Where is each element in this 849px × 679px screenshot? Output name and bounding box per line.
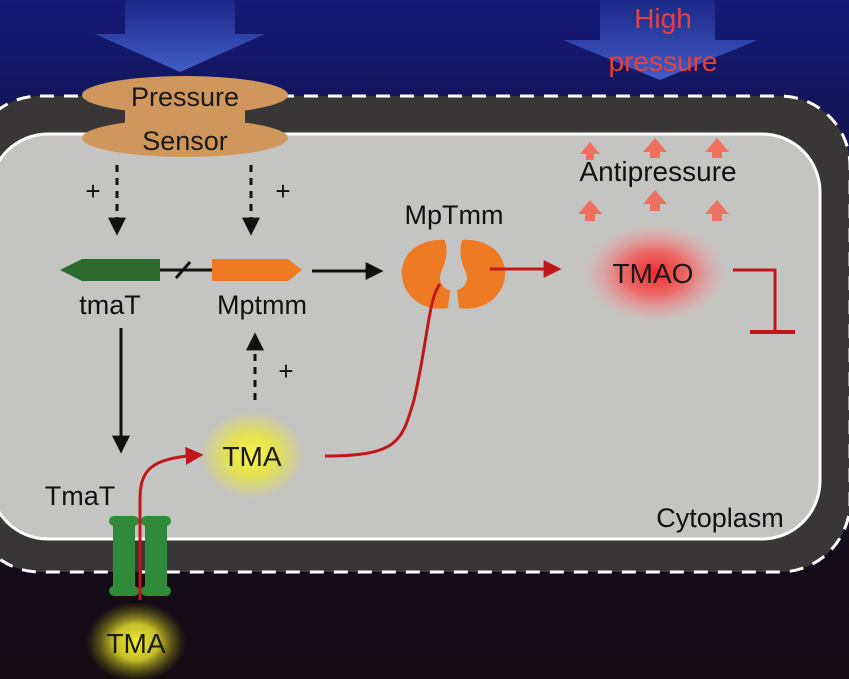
- high-pressure-label-pressure: pressure: [609, 46, 718, 77]
- tma-inside-label: TMA: [222, 441, 281, 472]
- tma-to-mptmm-path: [324, 283, 442, 458]
- pressure-sensor-link: [125, 106, 245, 128]
- outer-membrane: [0, 94, 849, 574]
- tma-outside-label: TMA: [106, 628, 165, 659]
- pressure-arrow-right: [563, 0, 758, 80]
- tmao-glow: [583, 223, 727, 323]
- mptmm-gene-label: Mptmm: [217, 290, 307, 320]
- tmat-gene: [60, 259, 160, 281]
- mptmm-protein-label: MpTmm: [405, 200, 504, 230]
- pressure-sensor-bottom: [82, 119, 288, 157]
- pressure-arrow-left: [95, 0, 265, 72]
- tmao-label: TMAO: [613, 258, 694, 289]
- plus-sign-right: +: [275, 176, 290, 206]
- tmat-gene-label: tmaT: [79, 290, 141, 320]
- sensor-label-pressure: Pressure: [131, 82, 239, 112]
- inhibition-line: [733, 268, 777, 332]
- antipressure-arrows: [578, 138, 729, 221]
- gene-break-mark: [174, 261, 192, 279]
- plus-sign-left: +: [85, 176, 100, 206]
- pressure-sensor-top: [82, 76, 288, 114]
- tma-import-arrow: [138, 446, 204, 600]
- mptmm-gene: [212, 259, 302, 281]
- tma-inside-glow: [200, 411, 304, 499]
- sensor-label-sensor: Sensor: [142, 126, 228, 156]
- tma-outside-glow: [86, 602, 186, 679]
- high-pressure-label-high: High: [634, 3, 692, 34]
- cytoplasm-label: Cytoplasm: [656, 503, 784, 533]
- tmat-transporter: [109, 516, 171, 596]
- tmat-protein-label: TmaT: [45, 481, 116, 511]
- antipressure-label: Antipressure: [579, 156, 736, 187]
- plus-sign-lower: +: [278, 356, 293, 386]
- cytoplasm-region: [0, 132, 822, 541]
- mptmm-enzyme: [401, 239, 506, 309]
